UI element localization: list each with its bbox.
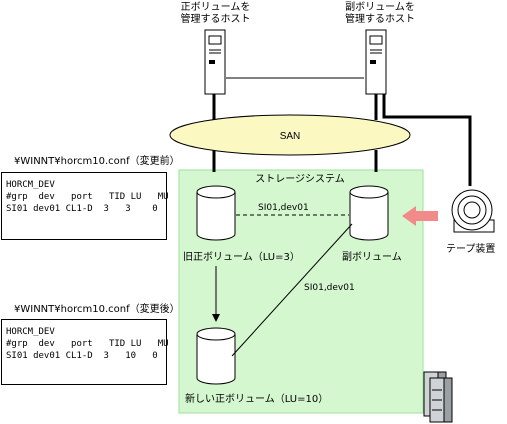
conf-after-box: HORCM_DEV #grp dev port TID LU MU SI01 d… xyxy=(1,319,169,385)
primary-host-label: 正ボリュームを 管理するホスト xyxy=(180,2,251,25)
tape-device-icon xyxy=(451,189,495,233)
conf-after-line: SI01 dev01 CL1-D 3 10 0 xyxy=(6,351,158,361)
secondary-volume-cylinder xyxy=(349,185,389,241)
old-primary-volume-cylinder xyxy=(196,185,236,241)
conf-before-box: HORCM_DEV #grp dev port TID LU MU SI01 d… xyxy=(1,172,169,240)
new-primary-volume-label: 新しい正ボリューム（LU=10） xyxy=(185,392,328,405)
conf-after-line: HORCM_DEV xyxy=(6,327,55,337)
primary-host-icon xyxy=(204,29,226,95)
storage-rack-icon xyxy=(423,371,453,423)
conf-before-line: SI01 dev01 CL1-D 3 3 0 xyxy=(6,204,158,214)
conf-before-line: #grp dev port TID LU MU xyxy=(6,192,169,202)
network-links xyxy=(212,77,472,186)
san-label: SAN xyxy=(280,131,301,142)
tape-device-label: テープ装置 xyxy=(446,242,495,255)
san-ellipse xyxy=(169,114,411,156)
new-pair-line xyxy=(231,223,353,357)
new-pair-label: SI01,dev01 xyxy=(304,283,355,293)
secondary-host-label: 副ボリュームを 管理するホスト xyxy=(345,2,415,25)
conf-after-title: ¥WINNT¥horcm10.conf（変更後） xyxy=(14,304,180,315)
secondary-volume-label: 副ボリューム xyxy=(342,251,402,263)
tape-copy-arrow xyxy=(402,206,438,226)
conf-before-title: ¥WINNT¥horcm10.conf（変更前） xyxy=(14,156,180,167)
storage-system-label: ストレージシステム xyxy=(255,173,345,185)
old-primary-volume-label: 旧正ボリューム（LU=3） xyxy=(183,251,300,263)
new-primary-volume-cylinder xyxy=(196,327,236,385)
secondary-host-icon xyxy=(365,29,387,95)
conf-after-line: #grp dev port TID LU MU xyxy=(6,339,169,349)
conf-before-line: HORCM_DEV xyxy=(6,180,55,190)
old-pair-label: SI01,dev01 xyxy=(258,203,309,213)
